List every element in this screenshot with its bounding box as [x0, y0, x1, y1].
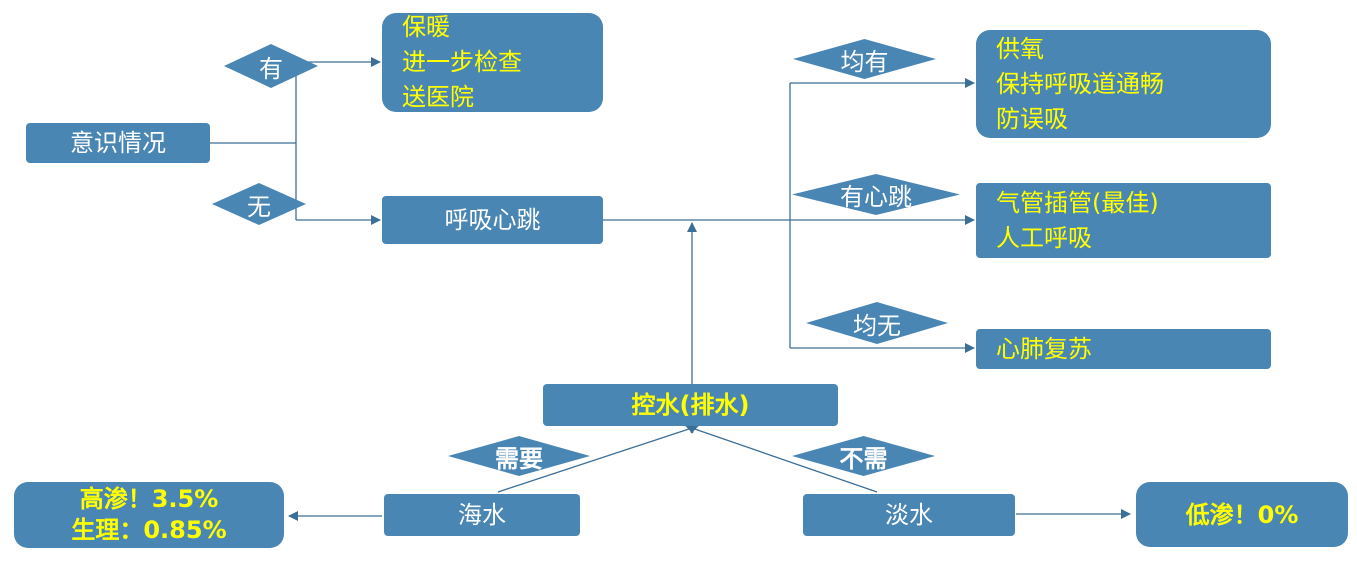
- node-breathing-heartbeat: 呼吸心跳: [382, 196, 603, 244]
- action-line: 人工呼吸: [996, 223, 1092, 252]
- node-high-osmotic: 高渗！3.5% 生理：0.85%: [14, 482, 284, 548]
- action-line: 气管插管(最佳): [996, 188, 1159, 217]
- node-seawater: 海水: [384, 494, 580, 536]
- action-line: 保暖: [402, 13, 450, 41]
- node-heartbeat-actions: 气管插管(最佳) 人工呼吸: [976, 183, 1271, 258]
- decision-no: 无: [212, 183, 306, 225]
- node-freshwater: 淡水: [803, 494, 1015, 536]
- node-drain-water: 控水(排水): [543, 384, 838, 426]
- node-cpr: 心肺复苏: [976, 329, 1271, 369]
- action-line: 防误吸: [996, 104, 1068, 133]
- node-conscious-actions: 保暖 进一步检查 送医院: [382, 13, 603, 112]
- decision-both-present: 均有: [793, 39, 936, 79]
- arrow-fresh-to-drain: [685, 424, 878, 493]
- decision-not-needed: 不需: [792, 436, 935, 476]
- decision-has-heartbeat: 有心跳: [792, 174, 960, 215]
- action-line: 送医院: [402, 83, 474, 111]
- arrow-sea-to-drain: [497, 424, 699, 493]
- node-both-present-actions: 供氧 保持呼吸道通畅 防误吸: [976, 30, 1271, 138]
- decision-yes: 有: [224, 44, 318, 88]
- action-line: 进一步检查: [402, 48, 522, 76]
- action-line: 保持呼吸道通畅: [996, 69, 1164, 98]
- node-low-osmotic: 低渗！0%: [1136, 482, 1348, 547]
- osmotic-line: 高渗！3.5%: [79, 485, 219, 513]
- action-line: 供氧: [996, 34, 1044, 63]
- decision-needed: 需要: [448, 436, 590, 476]
- osmotic-line: 生理：0.85%: [71, 516, 227, 544]
- decision-both-absent: 均无: [806, 302, 948, 344]
- node-consciousness: 意识情况: [26, 123, 210, 163]
